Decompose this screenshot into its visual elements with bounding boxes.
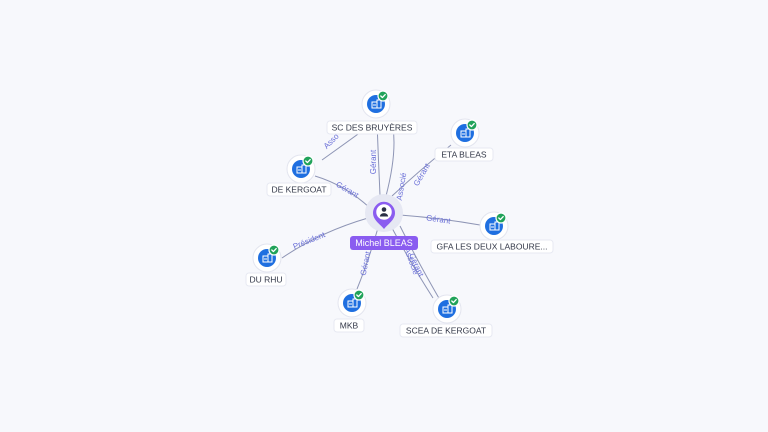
- center-label-background: [350, 236, 418, 250]
- person-icon: [379, 207, 389, 217]
- company-node[interactable]: DE KERGOAT: [266, 154, 332, 197]
- company-label-background: [245, 272, 287, 287]
- building-icon: [347, 298, 358, 308]
- verified-check-icon: [448, 295, 460, 307]
- edge-2: [314, 175, 371, 209]
- edge-5: [356, 227, 379, 290]
- building-icon: [262, 253, 273, 263]
- company-label-background: [333, 318, 365, 333]
- verified-check-icon: [495, 212, 507, 224]
- verified-check-icon: [268, 244, 280, 256]
- company-label-background: [399, 323, 493, 338]
- center-node-ring: [373, 201, 395, 223]
- verified-check-icon: [377, 90, 389, 102]
- edge-label: Gérant: [359, 250, 373, 277]
- edge-extra-2: [399, 225, 441, 301]
- edge-3: [399, 214, 481, 226]
- center-node[interactable]: Michel BLEAS: [350, 194, 418, 250]
- company-label: DE KERGOAT: [271, 185, 326, 195]
- company-node[interactable]: SCEA DE KERGOAT: [399, 294, 493, 338]
- company-node[interactable]: GFA LES DEUX LABOURE...: [430, 211, 554, 254]
- company-label: SC DES BRUYÈRES: [332, 123, 413, 133]
- company-node[interactable]: MKB: [333, 288, 367, 333]
- company-label: ETA BLEAS: [441, 150, 487, 160]
- company-node[interactable]: SC DES BRUYÈRES: [326, 89, 418, 135]
- building-icon: [442, 304, 453, 314]
- edge-label: Président: [292, 230, 327, 251]
- edge-label: Gérant: [334, 180, 360, 200]
- company-label-background: [434, 147, 494, 162]
- building-icon: [296, 164, 307, 174]
- company-label: SCEA DE KERGOAT: [406, 326, 486, 336]
- building-icon: [489, 221, 500, 231]
- building-icon: [460, 128, 471, 138]
- company-node[interactable]: ETA BLEAS: [434, 118, 494, 162]
- company-node[interactable]: DU RHU: [245, 243, 287, 287]
- edge-label: Associé: [395, 171, 409, 201]
- edge-label: Gérant: [426, 213, 452, 225]
- center-node-label: Michel BLEAS: [355, 238, 413, 248]
- edge-4: [281, 217, 369, 259]
- company-label-background: [266, 182, 332, 197]
- company-label-background: [430, 239, 554, 254]
- company-label: MKB: [340, 321, 359, 331]
- edge-label: Gérant: [412, 161, 432, 187]
- company-label-background: [326, 120, 418, 135]
- verified-check-icon: [353, 289, 365, 301]
- company-label: DU RHU: [249, 275, 282, 285]
- company-label: GFA LES DEUX LABOURE...: [436, 242, 547, 252]
- building-icon: [371, 99, 382, 109]
- edge-label: Gérant: [369, 149, 378, 174]
- edge-6: [391, 227, 434, 299]
- verified-check-icon: [302, 155, 314, 167]
- nodes-layer: SC DES BRUYÈRES ETA BLEAS DE KERGOAT GFA LE…: [245, 89, 554, 338]
- verified-check-icon: [466, 119, 478, 131]
